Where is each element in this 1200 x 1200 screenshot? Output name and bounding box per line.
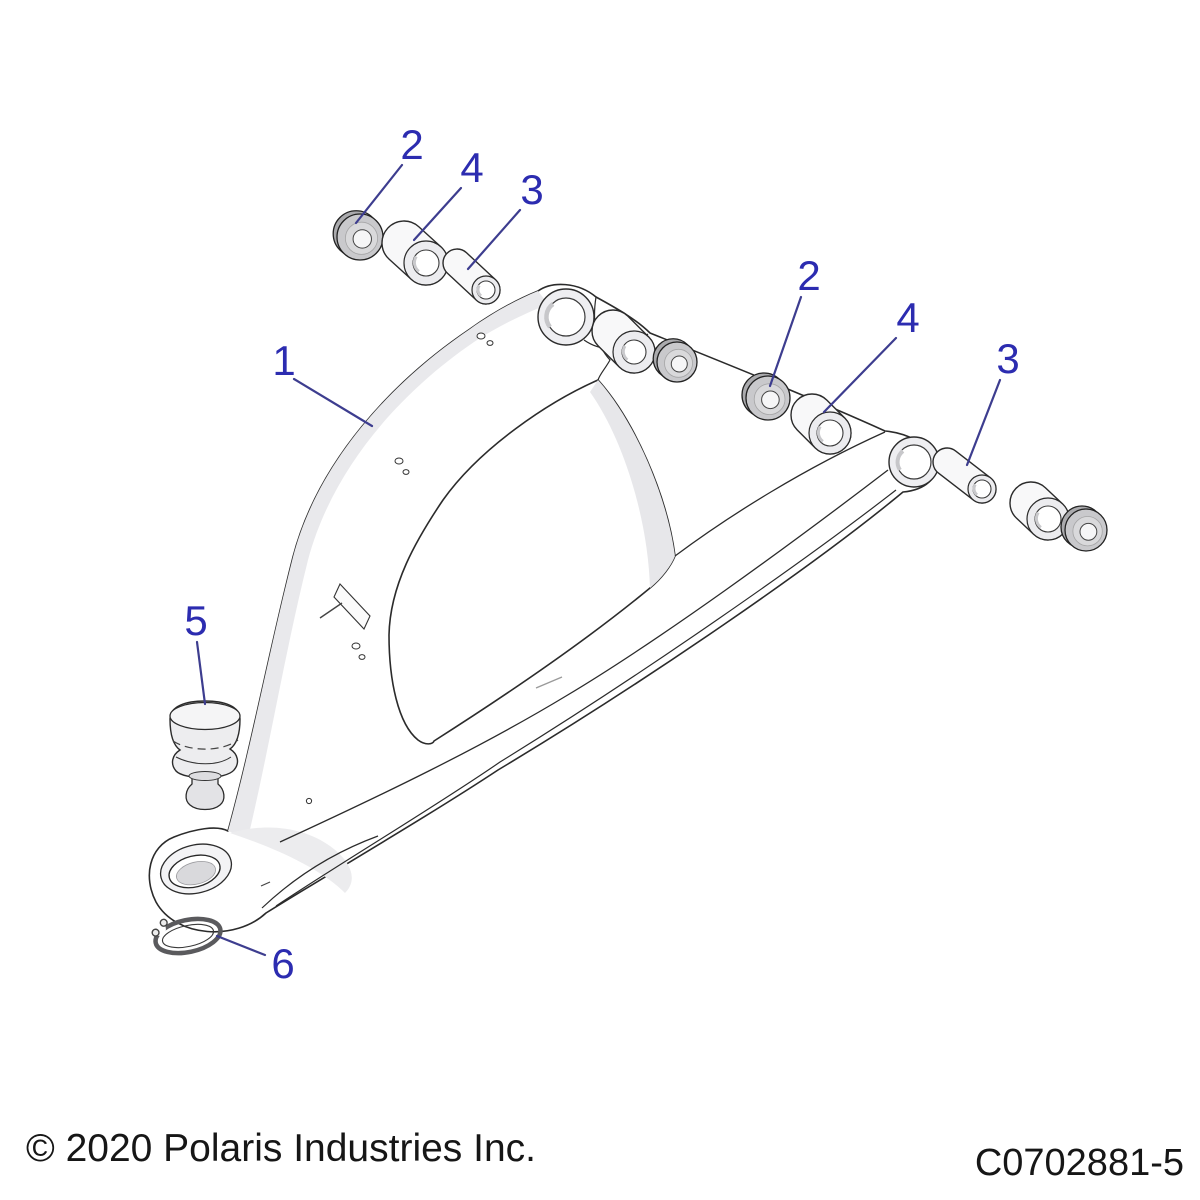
tick-mark: [319, 602, 343, 619]
callout-2-rear: 2: [797, 252, 821, 299]
callout-3-rear: 3: [996, 335, 1020, 382]
ball-joint-eye: [159, 843, 233, 895]
bushing-part: [1009, 481, 1070, 541]
weep-hole: [351, 642, 361, 650]
callout-2-front: 2: [400, 121, 424, 168]
ball-joint-top-face: [169, 701, 241, 731]
leader-line-3-rear: [965, 378, 1002, 467]
leader-lines: [195, 163, 1002, 957]
leader-line-5: [195, 640, 207, 706]
detail-line: [261, 835, 379, 909]
snap-ring-ear: [151, 928, 160, 937]
weep-hole: [305, 797, 313, 805]
ball-joint-collar: [188, 771, 222, 781]
leader-line-2-front: [354, 163, 404, 225]
eye-bore-depth: [176, 861, 216, 886]
snap-ring-part: [151, 916, 223, 956]
washer-part: [741, 372, 791, 421]
detail-line: [172, 739, 239, 750]
callout-6: 6: [271, 940, 295, 987]
weep-hole: [358, 654, 366, 660]
weep-hole: [394, 457, 404, 465]
shading: [230, 827, 352, 893]
tick-mark: [260, 881, 271, 887]
callout-4-rear: 4: [896, 294, 920, 341]
callout-3-front: 3: [520, 166, 544, 213]
weld-slot: [333, 583, 371, 630]
weep-hole: [402, 469, 410, 475]
snap-ring-outer: [153, 916, 223, 956]
ball-joint-stud: [185, 775, 225, 811]
detail-line: [175, 756, 232, 765]
leader-line-4-front: [412, 186, 463, 242]
leader-line-1: [292, 377, 374, 428]
snap-ring-inner: [161, 923, 215, 949]
detail-line: [674, 431, 886, 557]
leader-line-3-front: [466, 208, 522, 271]
tick-mark: [535, 676, 563, 689]
washer-part: [1060, 505, 1108, 552]
detail-line: [279, 469, 889, 843]
weep-hole: [476, 332, 486, 340]
weep-hole: [486, 340, 494, 346]
leader-line-6: [215, 934, 267, 957]
control-arm-line-art: [148, 283, 940, 933]
bushing-part: [790, 393, 852, 455]
ball-joint-part: [169, 700, 241, 811]
bore-shadow: [895, 449, 905, 472]
bushing-part: [591, 309, 656, 374]
hardware-parts: [332, 210, 1108, 552]
washer-part: [652, 338, 698, 383]
detail-line: [275, 489, 897, 907]
washer-part: [332, 210, 384, 261]
bushing-part: [381, 220, 449, 286]
bore-shadow: [544, 302, 555, 329]
spacer-part: [442, 248, 501, 305]
copyright-text: © 2020 Polaris Industries Inc.: [26, 1127, 536, 1170]
callout-4-front: 4: [460, 144, 484, 191]
shading: [228, 291, 548, 838]
leader-line-4-rear: [822, 336, 898, 414]
callout-5: 5: [184, 597, 208, 644]
spacer-part: [932, 447, 997, 504]
leader-line-2-rear: [768, 295, 803, 388]
callout-1: 1: [272, 337, 296, 384]
shading: [590, 380, 675, 588]
snap-ring-ear: [159, 918, 168, 927]
drawing-number: C0702881-5: [974, 1142, 1184, 1184]
